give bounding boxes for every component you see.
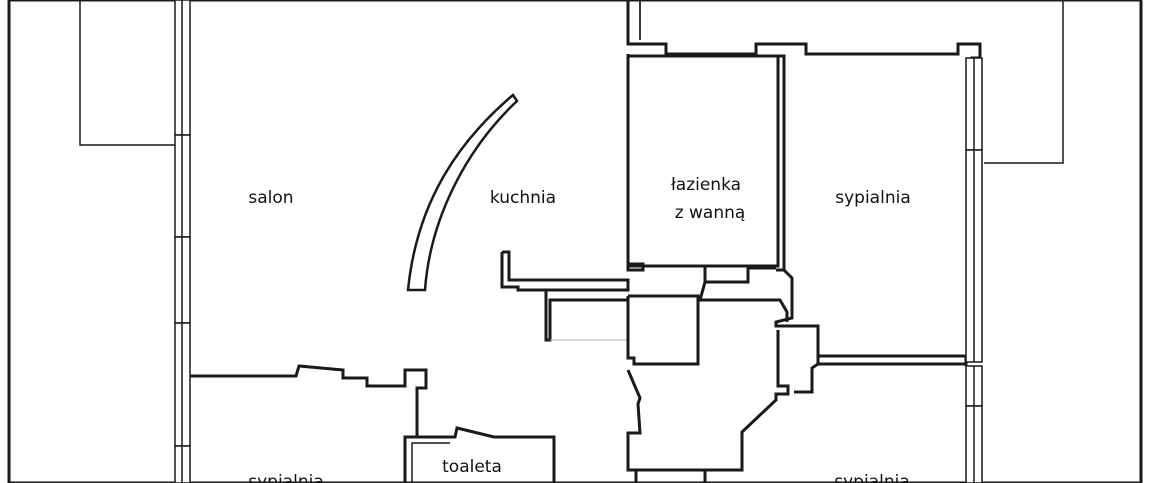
wall-kitchen-lower: [500, 250, 630, 292]
bathroom-walls: [626, 0, 982, 75]
room-label-toilet: toaleta: [442, 457, 502, 477]
room-label-bathroom-line2: z wanną: [675, 203, 746, 223]
kitchen-counter-arc: [406, 93, 519, 292]
room-label-bedroom-lower-right: sypialnia: [834, 472, 910, 483]
balcony-right-b: [984, 0, 1064, 164]
room-label-bedroom-lower-left: sypialnia: [248, 472, 324, 483]
hall-walls: [626, 294, 700, 366]
room-label-bathroom-line1: łazienka: [671, 175, 741, 195]
closet-left: [544, 290, 628, 342]
room-label-salon: salon: [248, 188, 293, 208]
left-exterior-wall: [174, 0, 191, 483]
bedroom-upper-right-walls: [774, 56, 968, 366]
balcony-left: [79, 0, 176, 146]
wall-salon-bedroom: [190, 364, 428, 439]
toilet-walls: [403, 426, 556, 483]
room-label-bedroom-upper-right: sypialnia: [835, 188, 911, 208]
plan-border: [7, 0, 1143, 483]
room-label-kuchnia: kuchnia: [490, 188, 556, 208]
